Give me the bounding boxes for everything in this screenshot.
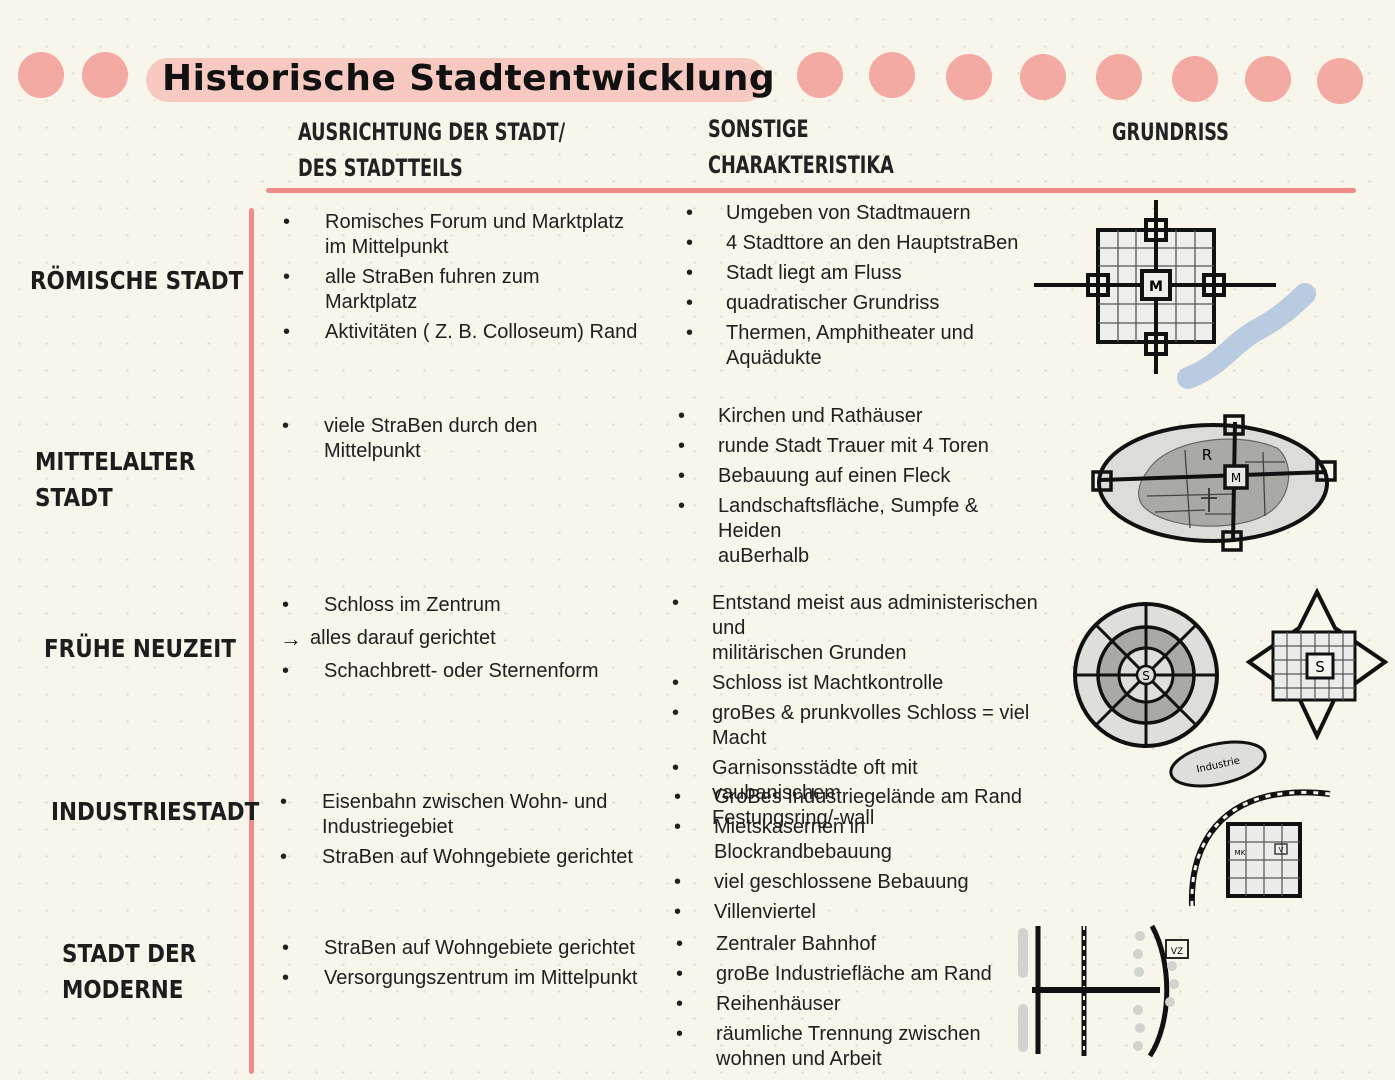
list-item: Versorgungszentrum im Mittelpunkt bbox=[282, 966, 642, 991]
list-item: GroBes Industriegelände am Rand bbox=[674, 785, 1034, 810]
list-item: quadratischer Grundriss bbox=[686, 291, 1026, 316]
river bbox=[1177, 283, 1316, 389]
versorgungszentrum-label: VZ bbox=[1171, 947, 1183, 957]
list-item: Thermen, Amphitheater und Aquädukte bbox=[686, 321, 1026, 371]
list-item: Schloss ist Machtkontrolle bbox=[672, 671, 1052, 696]
decor-dot bbox=[1317, 58, 1363, 104]
list-item: Umgeben von Stadtmauern bbox=[686, 201, 1026, 226]
list-item: StraBen auf Wohngebiete gerichtet bbox=[282, 936, 642, 961]
church-cross-icon bbox=[1201, 488, 1217, 512]
row-roemisch-ausrichtung: Romisches Forum und Marktplatz im Mittel… bbox=[283, 210, 643, 350]
title-highlight bbox=[146, 58, 766, 102]
medieval-city-plan-sketch: M R bbox=[1091, 414, 1337, 552]
decor-dot bbox=[1096, 54, 1142, 100]
list-item: räumliche Trennung zwischen wohnen und A… bbox=[676, 1022, 1036, 1072]
list-item: Eisenbahn zwischen Wohn- und Industriege… bbox=[280, 790, 640, 840]
decor-dot bbox=[869, 52, 915, 98]
column-header-ausrichtung: AUSRICHTUNG DER STADT/ DES STADTTEILS bbox=[298, 118, 566, 182]
row-title-stadt-der-moderne: STADT DER MODERNE bbox=[62, 939, 197, 1004]
rathaus-label: R bbox=[1202, 446, 1212, 464]
castle-label: S bbox=[1315, 658, 1325, 676]
list-item: Kirchen und Rathäuser bbox=[678, 404, 1038, 429]
list-item: groBe Industriefläche am Rand bbox=[676, 962, 1036, 987]
decor-dot bbox=[1172, 56, 1218, 102]
mietskaserne-label: MK bbox=[1235, 849, 1246, 857]
row-industrie-ausrichtung: Eisenbahn zwischen Wohn- und Industriege… bbox=[280, 790, 640, 875]
column-header-grundriss: GRUNDRISS bbox=[1112, 118, 1229, 146]
row-industrie-sonstige: GroBes Industriegelände am Rand Mietskas… bbox=[674, 785, 1034, 930]
row-roemisch-sonstige: Umgeben von Stadtmauern 4 Stadttore an d… bbox=[686, 201, 1026, 376]
list-item: Schloss im Zentrum bbox=[282, 593, 642, 618]
row-divider bbox=[249, 208, 254, 1074]
decor-dot bbox=[82, 52, 128, 98]
list-item: Schachbrett- oder Sternenform bbox=[282, 659, 642, 684]
row-mittelalter-ausrichtung: viele StraBen durch den Mittelpunkt bbox=[282, 414, 642, 469]
row-title-mittelalter-stadt: MITTELALTER STADT bbox=[35, 447, 196, 512]
castle-label: S bbox=[1142, 669, 1150, 683]
radial-city-plan-sketch: S bbox=[1073, 602, 1219, 748]
list-item: Stadt liegt am Fluss bbox=[686, 261, 1026, 286]
list-item: 4 Stadttore an den HauptstraBen bbox=[686, 231, 1026, 256]
row-mittelalter-sonstige: Kirchen und Rathäuser runde Stadt Trauer… bbox=[678, 404, 1038, 574]
row-title-roemische-stadt: RÖMISCHE STADT bbox=[30, 266, 244, 295]
list-item: viele StraBen durch den Mittelpunkt bbox=[282, 414, 642, 464]
row-title-industriestadt: INDUSTRIESTADT bbox=[51, 797, 260, 826]
row-moderne-sonstige: Zentraler Bahnhof groBe Industriefläche … bbox=[676, 932, 1036, 1077]
header-divider bbox=[266, 188, 1356, 193]
decor-dot bbox=[1245, 56, 1291, 102]
list-item: Bebauung auf einen Fleck bbox=[678, 464, 1038, 489]
list-item: Mietskasernen in Blockrandbebauung bbox=[674, 815, 1034, 865]
list-item: alle StraBen fuhren zum Marktplatz bbox=[283, 265, 643, 315]
decor-dot bbox=[18, 52, 64, 98]
page-title: Historische Stadtentwicklung bbox=[162, 58, 776, 99]
row-neuzeit-ausrichtung: Schloss im Zentrum alles darauf gerichte… bbox=[280, 593, 642, 689]
decor-dot bbox=[946, 54, 992, 100]
list-item: groBes & prunkvolles Schloss = viel Mach… bbox=[672, 701, 1052, 751]
list-item: StraBen auf Wohngebiete gerichtet bbox=[280, 845, 640, 870]
list-item: Villenviertel bbox=[674, 900, 1034, 925]
row-title-fruehe-neuzeit: FRÜHE NEUZEIT bbox=[44, 634, 236, 663]
forum-label: M bbox=[1149, 279, 1163, 295]
list-item: Romisches Forum und Marktplatz im Mittel… bbox=[283, 210, 643, 260]
market-label: M bbox=[1231, 471, 1241, 485]
list-item: Landschaftsfläche, Sumpfe & Heiden auBer… bbox=[678, 494, 1038, 569]
list-item: Zentraler Bahnhof bbox=[676, 932, 1036, 957]
star-fortress-plan-sketch: S bbox=[1245, 588, 1389, 740]
list-item: Reihenhäuser bbox=[676, 992, 1036, 1017]
list-item: runde Stadt Trauer mit 4 Toren bbox=[678, 434, 1038, 459]
list-item: alles darauf gerichtet bbox=[280, 626, 642, 651]
industrial-city-plan-sketch: Industrie MK V bbox=[1169, 740, 1331, 907]
decor-dot bbox=[1020, 54, 1066, 100]
decor-dot bbox=[797, 52, 843, 98]
villen-label: V bbox=[1279, 846, 1284, 854]
roman-city-plan-sketch: M bbox=[1034, 200, 1316, 389]
modern-city-plan-sketch: VZ bbox=[1018, 924, 1189, 1058]
column-header-sonstige: SONSTIGE CHARAKTERISTIKA bbox=[708, 115, 894, 179]
list-item: viel geschlossene Bebauung bbox=[674, 870, 1034, 895]
ring-road bbox=[1147, 924, 1170, 1058]
list-item: Entstand meist aus administerischen und … bbox=[672, 591, 1052, 666]
row-moderne-ausrichtung: StraBen auf Wohngebiete gerichtet Versor… bbox=[282, 936, 642, 996]
list-item: Aktivitäten ( Z. B. Colloseum) Rand bbox=[283, 320, 643, 345]
